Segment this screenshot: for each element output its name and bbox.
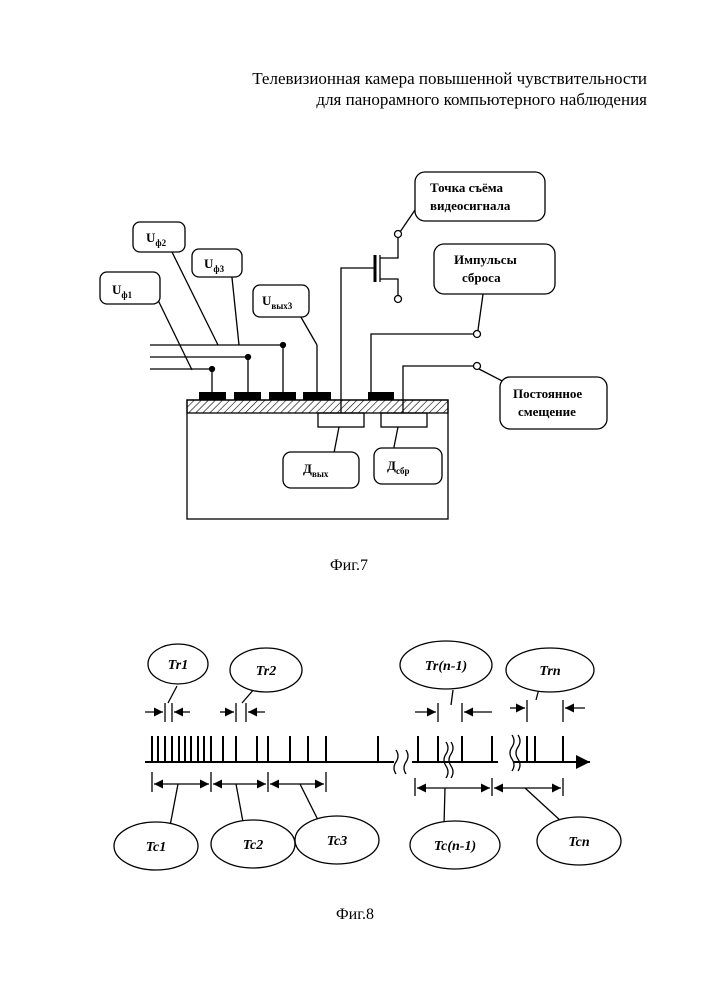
label-tr1: Tr1 bbox=[168, 658, 188, 673]
pulse-train bbox=[152, 736, 563, 762]
callout-bias bbox=[500, 377, 607, 429]
label-tc1: Tc1 bbox=[146, 840, 166, 855]
electrode-out bbox=[303, 392, 331, 400]
phase-line-1 bbox=[150, 369, 212, 392]
tc-dimensions bbox=[152, 772, 563, 796]
label-tcn: Tcn bbox=[568, 835, 589, 850]
fig7-caption: Фиг.7 bbox=[330, 557, 368, 575]
electrode-3 bbox=[269, 392, 296, 400]
label-video-2: видеосигнала bbox=[430, 198, 511, 213]
electrode-reset bbox=[368, 392, 394, 400]
label-reset-1: Импульсы bbox=[454, 252, 517, 267]
label-bias-1: Постоянное bbox=[513, 386, 582, 401]
oxide-layer bbox=[187, 400, 448, 413]
node-dot bbox=[210, 367, 215, 372]
label-tr2: Tr2 bbox=[256, 664, 276, 679]
electrode-2 bbox=[234, 392, 261, 400]
label-bias-2: смещение bbox=[518, 404, 576, 419]
label-tc2: Tc2 bbox=[243, 838, 263, 853]
label-tc3: Tc3 bbox=[327, 834, 347, 849]
label-tr-n1: Tr(n-1) bbox=[425, 659, 467, 674]
label-video-1: Точка съёма bbox=[430, 180, 504, 195]
phase-line-3 bbox=[150, 357, 248, 392]
tr-dimensions bbox=[145, 700, 585, 722]
node-dot bbox=[246, 355, 251, 360]
electrode-1 bbox=[199, 392, 226, 400]
fig8-caption: Фиг.8 bbox=[336, 906, 374, 924]
output-diode-region bbox=[318, 413, 364, 427]
label-reset-2: сброса bbox=[462, 270, 501, 285]
label-trn: Trn bbox=[539, 664, 560, 679]
node-dot bbox=[281, 343, 286, 348]
electrodes bbox=[199, 392, 394, 400]
label-tc-n1: Tc(n-1) bbox=[434, 839, 476, 854]
reset-diode-region bbox=[381, 413, 427, 427]
fig7-diagram bbox=[100, 172, 607, 519]
